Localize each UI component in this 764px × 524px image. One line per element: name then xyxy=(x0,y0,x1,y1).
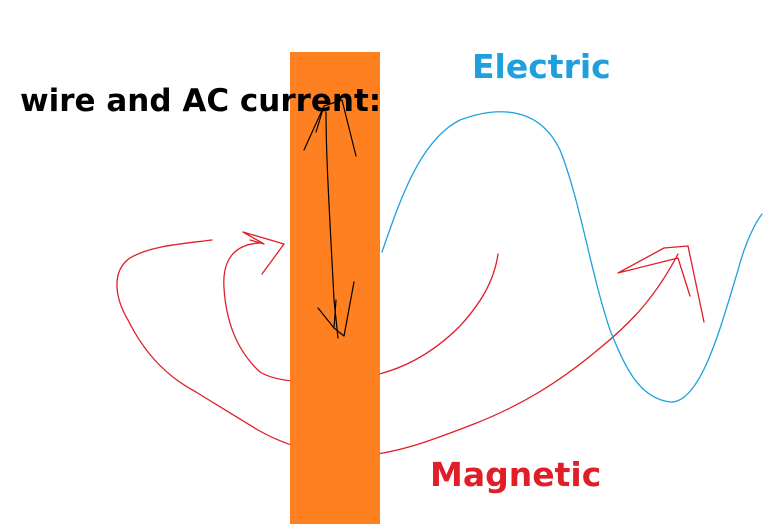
magnetic-field-label: Magnetic xyxy=(430,455,602,494)
current-arrowhead-up xyxy=(303,99,357,157)
title-label: wire and AC current: xyxy=(20,83,382,119)
electric-field-wave xyxy=(381,111,763,403)
magnetic-arrowhead-left xyxy=(242,231,285,275)
magnetic-arrowhead-right xyxy=(617,245,705,323)
magnetic-field-outer-loop xyxy=(116,239,679,457)
wire-bar xyxy=(290,52,380,524)
current-arrow-double xyxy=(325,111,339,339)
electric-field-label: Electric xyxy=(472,47,611,86)
current-arrowhead-down xyxy=(317,281,355,337)
